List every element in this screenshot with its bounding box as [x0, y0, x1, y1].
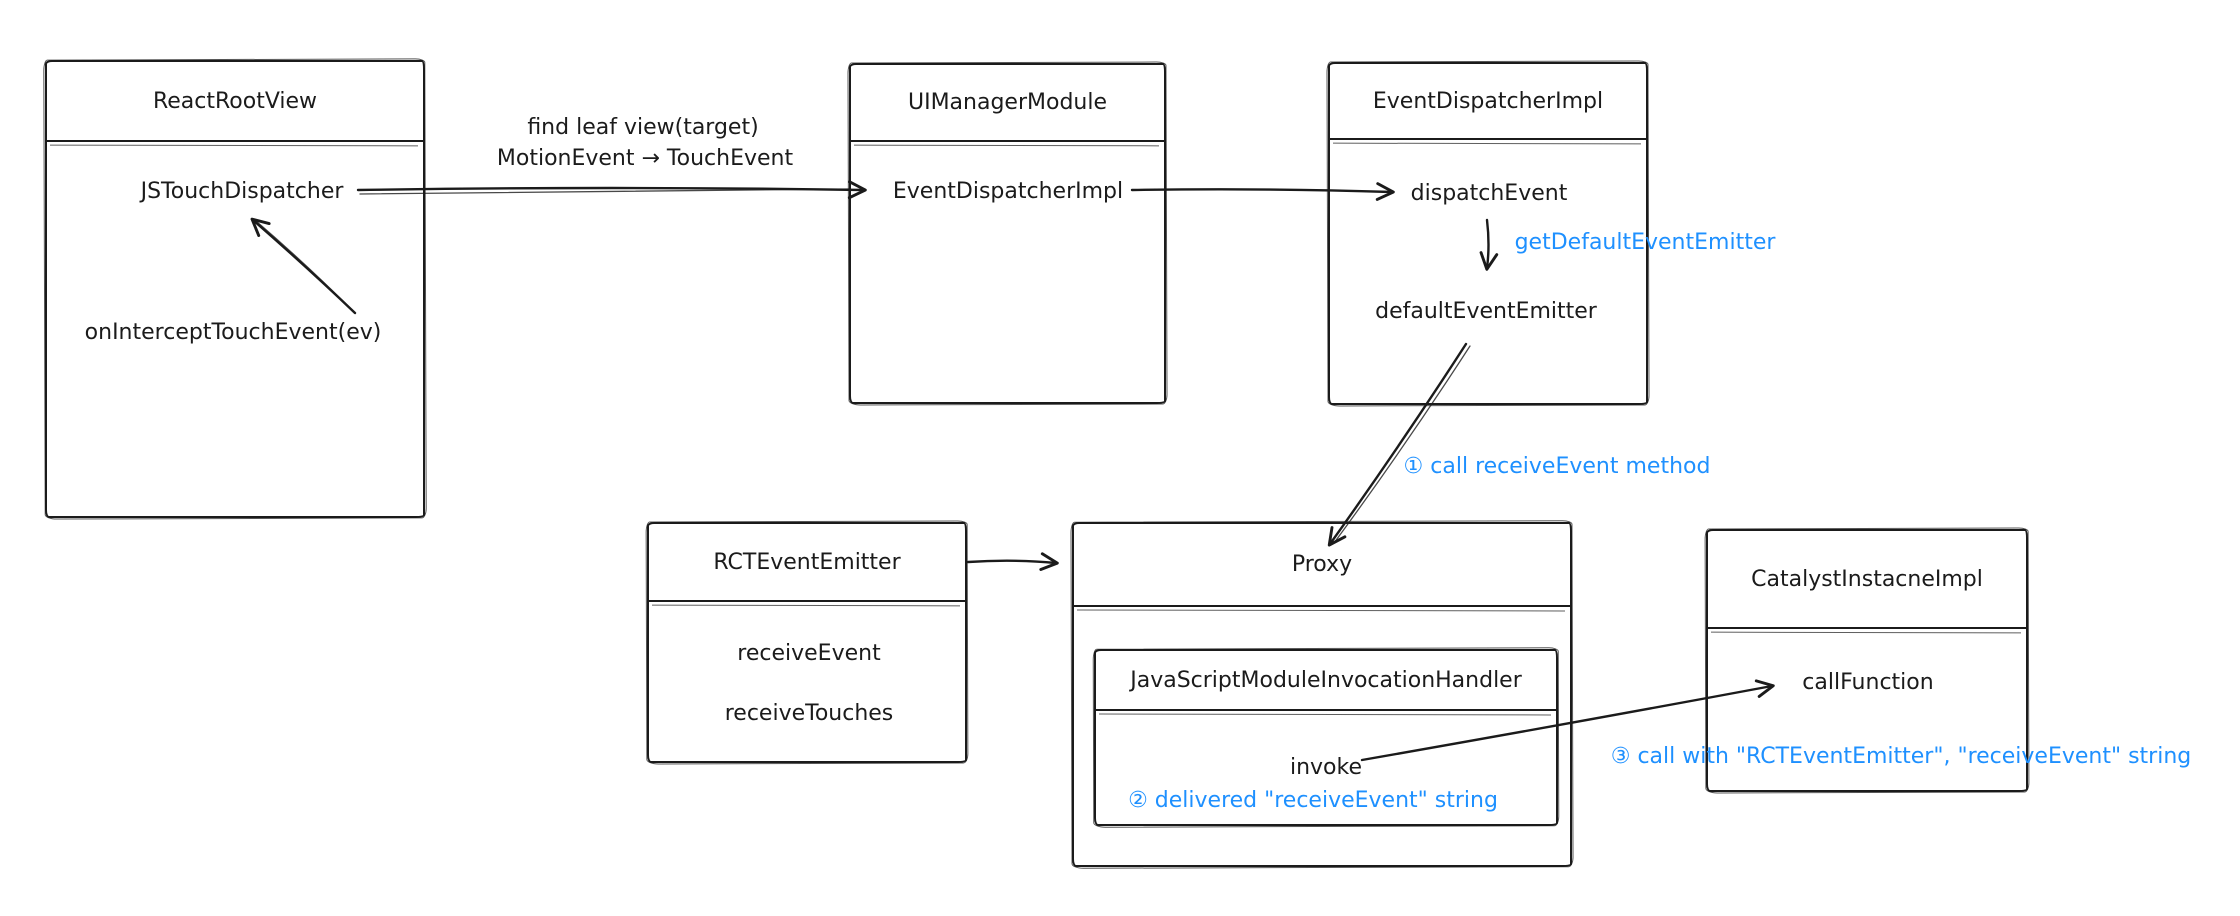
box-javascript-module-invocation-handler-title: JavaScriptModuleInvocationHandler	[1096, 651, 1556, 711]
annotation-step2: ② delivered "receiveEvent" string	[1128, 787, 1498, 813]
annotation-step3: ③ call with "RCTEventEmitter", "receiveE…	[1610, 743, 2192, 769]
member-event-dispatcher-impl: EventDispatcherImpl	[892, 178, 1124, 204]
box-ui-manager-module: UIManagerModule EventDispatcherImpl	[849, 63, 1166, 404]
edge-label-motion-to-touch: MotionEvent → TouchEvent	[496, 145, 794, 171]
box-react-root-view: ReactRootView JSTouchDispatcher onInterc…	[45, 60, 425, 518]
edge-label-get-default-event-emitter: getDefaultEventEmitter	[1514, 229, 1776, 255]
arrow-rcteventemitter-to-proxy	[966, 552, 1059, 571]
arrow-jstouchdispatcher-overdraw	[359, 188, 851, 195]
box-event-dispatcher-impl-title: EventDispatcherImpl	[1330, 64, 1646, 140]
member-call-function: callFunction	[1802, 669, 1934, 695]
box-event-dispatcher-impl: EventDispatcherImpl dispatchEvent defaul…	[1328, 62, 1648, 405]
box-ui-manager-module-title: UIManagerModule	[851, 65, 1164, 142]
member-receive-event: receiveEvent	[737, 640, 881, 666]
box-javascript-module-invocation-handler: JavaScriptModuleInvocationHandler invoke…	[1094, 649, 1558, 826]
annotation-step1: ① call receiveEvent method	[1403, 453, 1711, 479]
member-default-event-emitter: defaultEventEmitter	[1375, 298, 1597, 324]
edge-label-find-leaf-view: find leaf view(target)	[527, 114, 759, 140]
member-dispatch-event: dispatchEvent	[1410, 180, 1568, 206]
member-invoke: invoke	[1289, 754, 1363, 780]
box-react-root-view-title: ReactRootView	[47, 62, 423, 142]
member-js-touch-dispatcher: JSTouchDispatcher	[140, 178, 344, 204]
arrow-jstouchdispatcher-to-eventdispatcherimpl	[356, 180, 867, 200]
member-on-intercept-touch-event: onInterceptTouchEvent(ev)	[84, 319, 382, 345]
box-proxy-title: Proxy	[1074, 524, 1570, 607]
member-receive-touches: receiveTouches	[724, 700, 894, 726]
box-rct-event-emitter-title: RCTEventEmitter	[649, 524, 965, 602]
box-catalyst-instacne-impl-title: CatalystInstacneImpl	[1708, 531, 2026, 629]
box-catalyst-instacne-impl: CatalystInstacneImpl callFunction	[1706, 529, 2028, 792]
box-proxy: Proxy JavaScriptModuleInvocationHandler …	[1072, 522, 1572, 867]
box-rct-event-emitter: RCTEventEmitter receiveEvent receiveTouc…	[647, 522, 967, 763]
